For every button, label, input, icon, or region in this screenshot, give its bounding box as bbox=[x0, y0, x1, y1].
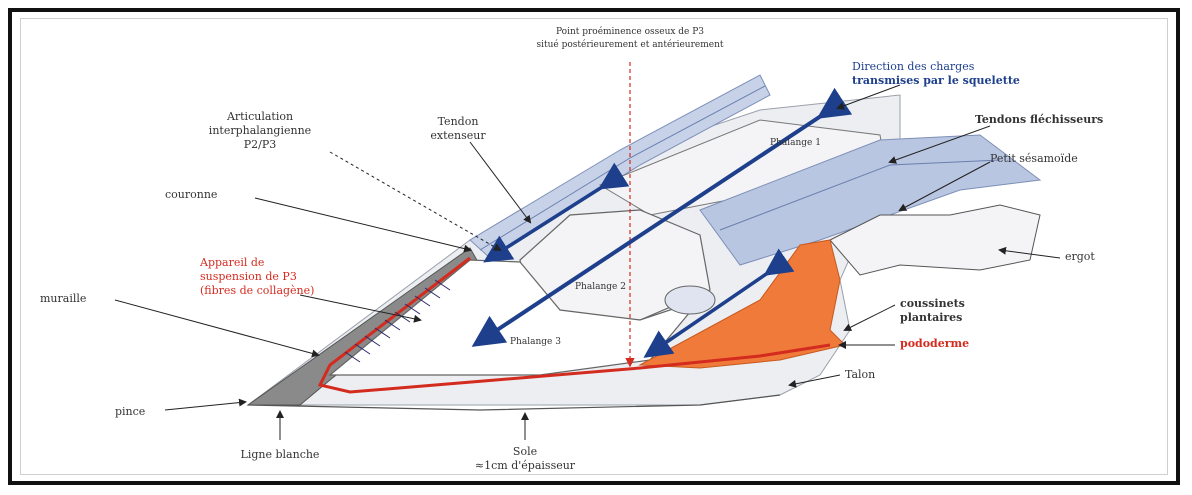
label-phalange-3: Phalange 3 bbox=[510, 336, 561, 349]
label-tendon-ext-2: extenseur bbox=[408, 129, 508, 142]
label-point-top-1: Point proéminence osseux de P3 bbox=[455, 26, 805, 39]
leader-coussinets bbox=[845, 305, 895, 330]
label-articulation-2: interphalangienne bbox=[190, 124, 330, 137]
label-petit-sesamoide: Petit sésamoïde bbox=[990, 152, 1078, 165]
label-sole-1: Sole bbox=[455, 445, 595, 458]
leader-articulation bbox=[330, 152, 500, 250]
label-tendon-ext-1: Tendon bbox=[408, 115, 508, 128]
label-direction-2: transmises par le squelette bbox=[852, 74, 1020, 87]
label-pododerme: pododerme bbox=[900, 337, 969, 350]
label-pince: pince bbox=[115, 405, 145, 418]
label-appareil-3: (fibres de collagène) bbox=[200, 284, 314, 297]
label-phalange-1: Phalange 1 bbox=[770, 137, 821, 150]
label-ligne-blanche: Ligne blanche bbox=[220, 448, 340, 461]
label-appareil-2: suspension de P3 bbox=[200, 270, 297, 283]
label-phalange-2: Phalange 2 bbox=[575, 281, 626, 294]
label-appareil-1: Appareil de bbox=[200, 256, 264, 269]
label-ergot: ergot bbox=[1065, 250, 1095, 263]
leader-tendon-ext bbox=[470, 142, 530, 222]
label-direction-1: Direction des charges bbox=[852, 60, 974, 73]
label-muraille: muraille bbox=[40, 292, 86, 305]
sesamoid-shape bbox=[665, 286, 715, 314]
label-coussinets-1: coussinets bbox=[900, 297, 965, 310]
label-couronne: couronne bbox=[165, 188, 217, 201]
leader-couronne bbox=[255, 198, 470, 250]
leader-muraille bbox=[115, 300, 318, 355]
label-articulation-3: P2/P3 bbox=[190, 138, 330, 151]
leader-pince bbox=[165, 402, 245, 410]
label-tendons-flech: Tendons fléchisseurs bbox=[975, 113, 1103, 126]
label-sole-2: ≈1cm d'épaisseur bbox=[455, 459, 595, 472]
label-coussinets-2: plantaires bbox=[900, 311, 962, 324]
label-point-top-2: situé postérieurement et antérieurement bbox=[455, 39, 805, 52]
label-articulation-1: Articulation bbox=[190, 110, 330, 123]
label-talon: Talon bbox=[845, 368, 875, 381]
